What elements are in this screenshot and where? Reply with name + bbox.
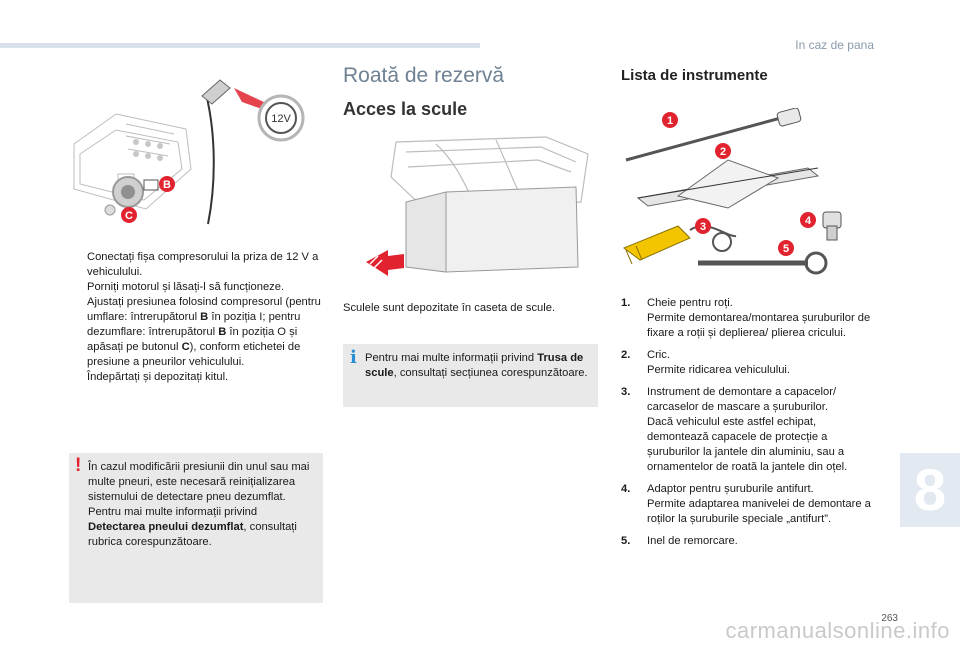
callout-4-badge bbox=[800, 212, 816, 228]
compressor-steps: Conectați fișa compresorului la priza de… bbox=[69, 250, 327, 385]
callout-2-text: 2 bbox=[720, 146, 726, 158]
tool-name: Adaptor pentru șuruburile antifurt. bbox=[647, 483, 814, 495]
tool-kit-illustration: 1 2 3 4 5 bbox=[618, 108, 848, 288]
info-text: Pentru mai multe informații privind bbox=[365, 352, 538, 364]
callout-5-badge bbox=[778, 240, 794, 256]
tool-description: Dacă vehiculul este astfel echipat, demo… bbox=[647, 416, 848, 473]
tool-list: 1. Cheie pentru roți. Permite demontarea/m… bbox=[621, 296, 873, 556]
tool-item: 4. Adaptor pentru șuruburile antifurt. Per… bbox=[621, 482, 873, 527]
callout-4-text: 4 bbox=[805, 215, 812, 227]
tool-number: 3. bbox=[621, 386, 631, 398]
page-title: Roată de rezervă bbox=[343, 64, 505, 87]
callout-2-badge bbox=[715, 143, 731, 159]
header-bar bbox=[0, 43, 480, 48]
step-item: Conectați fișa compresorului la priza de… bbox=[69, 250, 327, 280]
tool-item: 3. Instrument de demontare a capacelor/ c… bbox=[621, 385, 873, 475]
warning-text: , consultați rubrica corespunzătoare. bbox=[88, 521, 297, 548]
callout-b-badge bbox=[159, 176, 175, 192]
tool-number: 1. bbox=[621, 297, 631, 309]
info-text: , consultați secțiunea corespunzătoare. bbox=[393, 367, 588, 379]
step-text-post: ), conform etichetei de presiune a pneur… bbox=[87, 341, 301, 368]
section-heading-tool-list: Lista de instrumente bbox=[621, 67, 768, 84]
tool-number: 4. bbox=[621, 483, 631, 495]
tool-description: Permite adaptarea manivelei de demontare… bbox=[647, 498, 871, 525]
callout-3-text: 3 bbox=[700, 221, 706, 233]
storage-text: Sculele sunt depozitate în caseta de scu… bbox=[343, 302, 556, 314]
warning-box: ! În cazul modificării presiunii din unu… bbox=[69, 453, 323, 603]
section-title: In caz de pana bbox=[795, 38, 874, 52]
tool-name: Cheie pentru roți. bbox=[647, 297, 733, 309]
switch-b-ref: B bbox=[200, 311, 209, 323]
callout-c-badge bbox=[121, 207, 137, 223]
tool-item: 5. Inel de remorcare. bbox=[621, 534, 873, 549]
tool-item: 1. Cheie pentru roți. Permite demontarea/m… bbox=[621, 296, 873, 341]
seat-toolbox-illustration bbox=[366, 132, 596, 282]
info-link-title: Trusa de scule bbox=[365, 352, 584, 379]
tool-number: 5. bbox=[621, 535, 631, 547]
watermark: carmanualsonline.info bbox=[725, 618, 950, 643]
section-heading-tools-access: Acces la scule bbox=[343, 99, 468, 119]
step-text: Conectați fișa compresorului la priza de… bbox=[87, 251, 319, 278]
callout-3-badge bbox=[695, 218, 711, 234]
step-item: Îndepărtați și depozitați kitul. bbox=[69, 370, 327, 385]
tool-name: Cric. bbox=[647, 349, 670, 361]
step-item: Ajustați presiunea folosind compresorul … bbox=[69, 295, 327, 370]
callout-1-badge bbox=[662, 112, 678, 128]
button-c-ref: C bbox=[181, 341, 190, 353]
tool-description: Permite demontarea/montarea șuruburilor … bbox=[647, 312, 871, 339]
warning-text: Pentru mai multe informații privind bbox=[88, 506, 258, 518]
info-icon: i bbox=[350, 347, 357, 368]
socket-12v-label: 12V bbox=[271, 113, 291, 125]
warning-link-title: Detectarea pneului dezumflat bbox=[88, 521, 244, 533]
compressor-illustration: 12V B C bbox=[66, 74, 326, 244]
step-item: Porniți motorul și lăsați-l să funcțione… bbox=[69, 280, 327, 295]
info-box: i Pentru mai multe informații privind Tr… bbox=[343, 344, 598, 407]
callout-5-text: 5 bbox=[783, 243, 789, 255]
step-text-mid2: în poziția O și apăsați pe butonul bbox=[87, 326, 298, 353]
warning-text: În cazul modificării presiunii din unul … bbox=[88, 461, 310, 503]
chapter-tab: 8 bbox=[900, 453, 960, 527]
step-text-pre: Ajustați presiunea folosind compresorul … bbox=[87, 296, 321, 323]
warning-icon: ! bbox=[75, 455, 82, 476]
step-text-mid: în poziția I; pentru dezumflare: întreru… bbox=[87, 311, 301, 338]
tool-number: 2. bbox=[621, 349, 631, 361]
tool-description: Permite ridicarea vehiculului. bbox=[647, 364, 791, 376]
tool-name: Inel de remorcare. bbox=[647, 535, 738, 547]
tool-item: 2. Cric. Permite ridicarea vehiculului. bbox=[621, 348, 873, 378]
page-number: 263 bbox=[881, 613, 898, 624]
step-text: Îndepărtați și depozitați kitul. bbox=[87, 371, 229, 383]
callout-c-text: C bbox=[125, 210, 133, 222]
switch-b-ref: B bbox=[218, 326, 227, 338]
step-text: Porniți motorul și lăsați-l să funcțione… bbox=[87, 281, 285, 293]
callout-1-text: 1 bbox=[667, 115, 673, 127]
tool-name: Instrument de demontare a capacelor/ car… bbox=[647, 386, 837, 413]
callout-b-text: B bbox=[163, 179, 171, 191]
